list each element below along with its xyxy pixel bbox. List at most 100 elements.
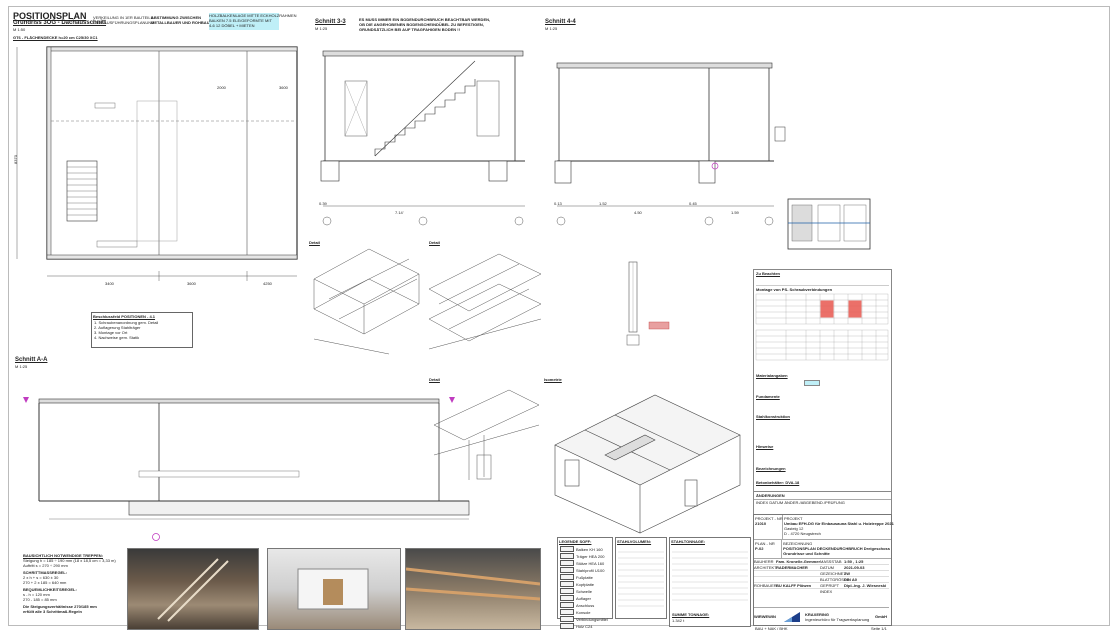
project-no: 21010 <box>755 521 767 526</box>
blattgr: DIN A0 <box>844 577 889 583</box>
bauherr-label: BAUHERR <box>754 559 776 565</box>
photo-stair-view <box>405 548 541 630</box>
rohbauer-label: ROHBAUER <box>754 583 777 589</box>
beschlussfeld-line: 2. Auflagerung Stahlträger <box>94 325 141 330</box>
section-c-title: Schnitt 4-4 <box>545 19 576 25</box>
legend-swatch <box>560 560 574 566</box>
section-a-scale: M 1:25 <box>15 364 28 369</box>
dim-c2: 1.52 <box>599 201 607 206</box>
section-b-scale: M 1:25 <box>315 26 328 31</box>
floor-plan <box>16 46 298 281</box>
legend-item: Stahlprofil U100 <box>576 567 605 573</box>
stair-notes-line: Die Steigungsverhältnisse 270/185 mm <box>23 604 97 609</box>
changes-title: ÄNDERUNGEN <box>756 493 785 498</box>
plan-no-label: PLAN - NR <box>755 541 775 546</box>
dim-c5: 1.59 <box>731 210 739 215</box>
legend-item: Konsole <box>576 609 591 615</box>
note2-line1: ABSTIMMUNG ZWISCHEN <box>151 15 201 20</box>
firm-label: WIRWEWIN <box>754 614 776 619</box>
legend-item: Balken KH 160 <box>576 546 603 552</box>
dim-5: 4250 <box>263 281 272 286</box>
legend-item: Fußplatte <box>576 574 593 580</box>
architekt-label: ARCHITEKT <box>754 565 777 571</box>
detail1-drawing <box>313 248 420 355</box>
project-line: Umbau EFH-DG für Einbausauna Stahl u. Ho… <box>784 521 894 526</box>
datum-label: DATUM <box>820 565 844 571</box>
project-line: D - 4720 Neugstrech <box>784 531 821 536</box>
notes-title: Hinweise <box>756 444 774 449</box>
photo-stair-render <box>267 548 401 630</box>
firm-address: Ingenieurbüro für Tragwerksplanung <box>805 616 870 622</box>
legend-swatch <box>560 581 574 587</box>
firm-logo-icon <box>784 611 800 622</box>
legend-swatch <box>560 553 574 559</box>
legend-item: Schwelle <box>576 588 593 594</box>
beschlussfeld-line: 4. Nachweise gem. Statik <box>94 335 140 340</box>
note2-line2: METALLBAUER UND ROHBAUER <box>151 20 216 25</box>
circle-axis-icon <box>152 533 160 541</box>
legend-item: Anschluss <box>576 602 595 608</box>
section-a-title: Schnitt A-A <box>15 357 48 363</box>
project-line: Gasteig 12 <box>784 526 804 531</box>
legend-swatch <box>560 602 574 608</box>
legend-swatch <box>560 546 574 552</box>
stair-notes-title: BEQUEMLICHKEITSREGEL: <box>23 587 77 592</box>
legend-item: Träger HEA 200 <box>576 553 605 559</box>
material-swatch <box>804 380 820 386</box>
dim-6: 8370 <box>12 155 18 164</box>
massstab: 1:50 , 1:25 <box>844 559 889 565</box>
legend-item: Holz C24 <box>576 623 593 629</box>
changes-columns: INDEX DATUM ÄNDER./ABGEBEND./PRÜFUNG <box>754 499 891 505</box>
tonnage-sum-value: 1.342 t <box>672 618 685 623</box>
dim-1: 2000 <box>217 85 226 90</box>
dim-c3: 0.45 <box>689 201 697 206</box>
stair-notes-line: 2 x h + s = 630 ± 30 <box>23 575 59 580</box>
legend-item: Kopfplatte <box>576 581 595 587</box>
project-no-label: PROJEKT - NR <box>755 516 783 521</box>
notes-title: Materialangaben <box>756 373 788 378</box>
tonnage-sum-label: SUMME TONNAGE: <box>672 612 710 617</box>
stair-notes-title: SCHRITTMASSREGEL: <box>23 570 67 575</box>
tonnage-title: STAHLTONNAGE: <box>671 539 705 544</box>
detail3-title: Detail <box>429 377 440 382</box>
section-c-scale: M 1:25 <box>545 26 558 31</box>
massstab-label: MASSSTAB <box>820 559 844 565</box>
legend-swatch <box>560 567 574 573</box>
notes-title: Fundamente <box>756 394 780 399</box>
legend-item: Verbindungsmittel <box>576 616 608 622</box>
plan-no: P-02 <box>755 546 764 551</box>
dim-3: 3400 <box>105 281 114 286</box>
index-label: INDEX <box>820 589 833 594</box>
datum: 2021-09-03 <box>844 565 889 571</box>
cyan-note: HOLZBALKENLAGE MITTE ECKHOLZRAHMEN BALKE… <box>209 13 297 30</box>
legend-item: Auflager <box>576 595 591 601</box>
notes-title: Zu Beachten <box>756 271 781 276</box>
notes-title: Stahlkonstruktion <box>756 414 791 419</box>
plan-title: POSITIONSPLAN <box>13 11 87 21</box>
stair-notes-line: 270 - 185 = 85 mm <box>23 597 57 602</box>
legend-swatch <box>560 574 574 580</box>
geprueft-label: GEPRÜFT <box>820 583 844 589</box>
dim-b1: 0.39 <box>319 201 327 206</box>
bolt-torque-table <box>755 293 889 361</box>
geprueft: Dipl.-Ing. J. Wiesneski <box>844 583 889 589</box>
desc-line: POSITIONSPLAN DECKENDURCHBRUCH Dreigesch… <box>783 546 890 551</box>
firm-name: KRAXERING <box>805 611 830 617</box>
notes-panel: Zu Beachten Montage von PS- Schraubverbi… <box>753 269 892 493</box>
notes-title: Bezeichnungen <box>756 466 786 471</box>
legend-swatch <box>560 616 574 622</box>
plan-subtitle: Grundriss 3OG - Dachausschnitt <box>13 20 107 26</box>
axo-drawing <box>554 394 741 534</box>
detail-steel-section <box>626 261 670 346</box>
gezeichnet-label: GEZEICHNET <box>820 571 846 577</box>
legend-swatch <box>560 623 574 629</box>
section-a-drawing <box>23 397 470 520</box>
note1-line2: LAUT AUSFÜHRUNGSPLANUNG <box>93 20 155 25</box>
stair-notes-line: erfüllt alle 3 Schrittmaß-Regeln <box>23 609 82 614</box>
legend-swatch <box>560 595 574 601</box>
detail2-drawing <box>428 253 542 350</box>
plan-scale: M 1:50 <box>13 27 26 32</box>
firm-suffix: GmbH <box>875 614 887 619</box>
dim-4: 3600 <box>187 281 196 286</box>
section-b-drawing <box>320 50 525 226</box>
